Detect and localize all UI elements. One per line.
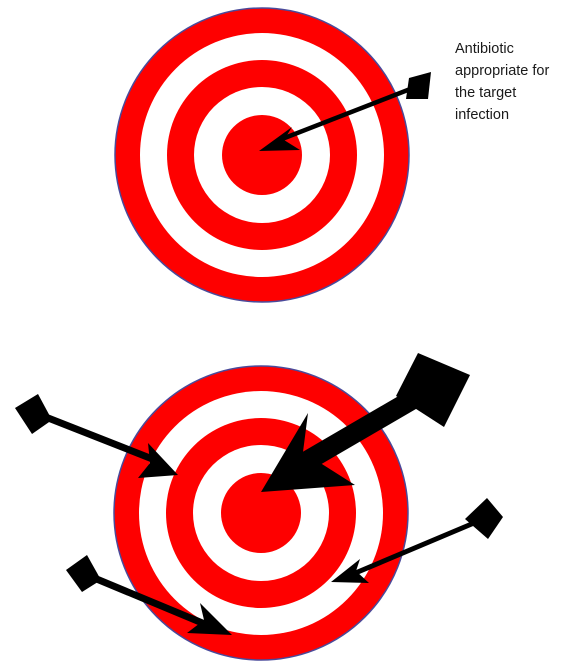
top-target-icon (115, 8, 409, 302)
bottom-target-icon (114, 366, 408, 660)
caption-line-1: Antibiotic (455, 38, 573, 60)
caption-line-2: appropriate for (455, 60, 573, 82)
antibiotic-caption: Antibiotic appropriate for the target in… (455, 38, 573, 126)
caption-line-3: the target (455, 82, 573, 104)
caption-line-4: infection (455, 104, 573, 126)
